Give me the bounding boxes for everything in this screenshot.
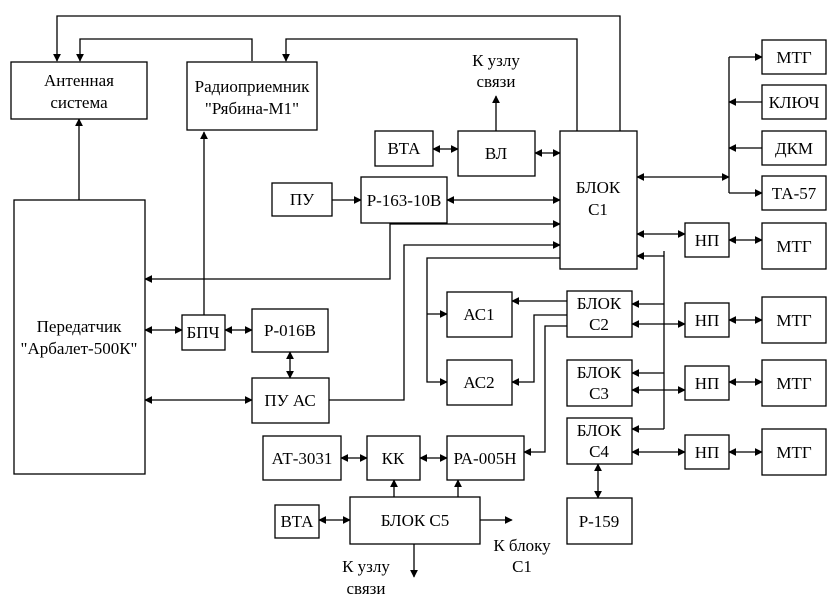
blok-c3-label-line2: С3: [589, 384, 609, 403]
label-to-node-bottom-line2: связи: [347, 579, 386, 598]
r016-block: Р-016В: [251, 308, 329, 353]
mtg-label: МТГ: [776, 374, 812, 393]
kk-label: КК: [382, 449, 405, 468]
pu-label: ПУ: [290, 190, 315, 209]
line-receiver-to-antenna: [76, 38, 253, 62]
klyuch-block: КЛЮЧ: [761, 84, 827, 120]
connections: [53, 15, 763, 578]
line-c2-as2: [511, 314, 567, 386]
blok-c4-label-line1: БЛОК: [577, 421, 622, 440]
mtg-top-block: МТГ: [761, 39, 827, 75]
as2-label: АС2: [463, 373, 494, 392]
mtg-label: МТГ: [776, 311, 812, 330]
vta-bottom-block: ВТА: [274, 504, 320, 539]
line-puas-c1: [329, 241, 561, 401]
as2-block: АС2: [446, 359, 513, 406]
np-block-1: НП: [684, 222, 730, 258]
blok-c5: БЛОК С5: [349, 496, 481, 545]
mtg-top-label: МТГ: [776, 48, 812, 67]
dkm-label: ДКМ: [775, 139, 813, 158]
antenna-block: Антенная система: [10, 61, 148, 120]
klyuch-label: КЛЮЧ: [769, 93, 820, 112]
r159-block: Р-159: [566, 497, 633, 545]
label-to-block-c1-line1: К блоку: [493, 536, 551, 555]
ta57-label: ТА-57: [772, 184, 817, 203]
as1-block: АС1: [446, 291, 513, 338]
blok-c2-label-line2: С2: [589, 315, 609, 334]
kk-block: КК: [366, 435, 421, 481]
receiver-label-line2: "Рябина-М1": [205, 99, 299, 118]
label-to-node-top: К узлу связи: [472, 51, 520, 91]
line-c1-to-antenna: [53, 15, 621, 131]
r163-label: Р-163-10В: [367, 191, 442, 210]
transmitter-label-line1: Передатчик: [37, 317, 122, 336]
blok-c3: БЛОК С3: [566, 359, 633, 407]
label-to-node-top-line1: К узлу: [472, 51, 520, 70]
label-to-block-c1-line2: С1: [512, 557, 532, 576]
mtg-block-4: МТГ: [761, 428, 827, 476]
transmitter-block: Передатчик "Арбалет-500К": [13, 199, 146, 475]
vta-bottom-label: ВТА: [281, 512, 315, 531]
mtg-label: МТГ: [776, 237, 812, 256]
line-c1-to-receiver: [282, 38, 578, 131]
blok-c2: БЛОК С2: [566, 290, 633, 338]
np-block-2: НП: [684, 302, 730, 338]
line-c1-tx: [144, 220, 561, 283]
line-c2-ra005: [523, 325, 567, 456]
pu-as-label: ПУ АС: [264, 391, 315, 410]
r163-block: Р-163-10В: [360, 176, 448, 224]
np-label: НП: [695, 443, 720, 462]
receiver-block: Радиоприемник "Рябина-М1": [186, 61, 318, 131]
blok-c4-label-line2: С4: [589, 442, 609, 461]
r016-label: Р-016В: [264, 321, 316, 340]
blok-c5-label: БЛОК С5: [381, 511, 450, 530]
label-to-block-c1: К блоку С1: [493, 536, 551, 576]
np-block-4: НП: [684, 434, 730, 470]
blok-c4: БЛОК С4: [566, 417, 633, 465]
pu-as-block: ПУ АС: [251, 377, 330, 424]
np-label: НП: [695, 231, 720, 250]
mtg-block-1: МТГ: [761, 222, 827, 270]
ra005-label: РА-005Н: [454, 449, 517, 468]
ta57-block: ТА-57: [761, 175, 827, 211]
dkm-block: ДКМ: [761, 130, 827, 166]
bpch-label: БПЧ: [186, 323, 219, 342]
mtg-block-2: МТГ: [761, 296, 827, 344]
label-to-node-top-line2: связи: [477, 72, 516, 91]
ra005-block: РА-005Н: [446, 435, 525, 481]
antenna-label-line2: система: [50, 93, 108, 112]
line-c1-as: [426, 257, 560, 386]
pu-block: ПУ: [271, 182, 333, 217]
receiver-label-line1: Радиоприемник: [195, 77, 310, 96]
vta-top-block: ВТА: [374, 130, 434, 167]
blok-c1-label-line1: БЛОК: [576, 178, 621, 197]
blok-c2-label-line1: БЛОК: [577, 294, 622, 313]
label-to-node-bottom: К узлу связи: [342, 557, 390, 598]
bpch-block: БПЧ: [181, 314, 226, 351]
transmitter-label-line2: "Арбалет-500К": [21, 339, 138, 358]
r159-label: Р-159: [579, 512, 620, 531]
vta-top-label: ВТА: [388, 139, 422, 158]
np-label: НП: [695, 374, 720, 393]
np-label: НП: [695, 311, 720, 330]
as1-label: АС1: [463, 305, 494, 324]
blok-c1-label-line2: С1: [588, 200, 608, 219]
mtg-block-3: МТГ: [761, 359, 827, 407]
vl-block: ВЛ: [457, 130, 536, 177]
at3031-block: АТ-3031: [262, 435, 342, 481]
np-block-3: НП: [684, 365, 730, 401]
antenna-label-line1: Антенная: [44, 71, 114, 90]
label-to-node-bottom-line1: К узлу: [342, 557, 390, 576]
vl-label: ВЛ: [485, 144, 508, 163]
blok-c1: БЛОК С1: [559, 130, 638, 270]
mtg-label: МТГ: [776, 443, 812, 462]
blok-c3-label-line1: БЛОК: [577, 363, 622, 382]
at3031-label: АТ-3031: [272, 449, 333, 468]
